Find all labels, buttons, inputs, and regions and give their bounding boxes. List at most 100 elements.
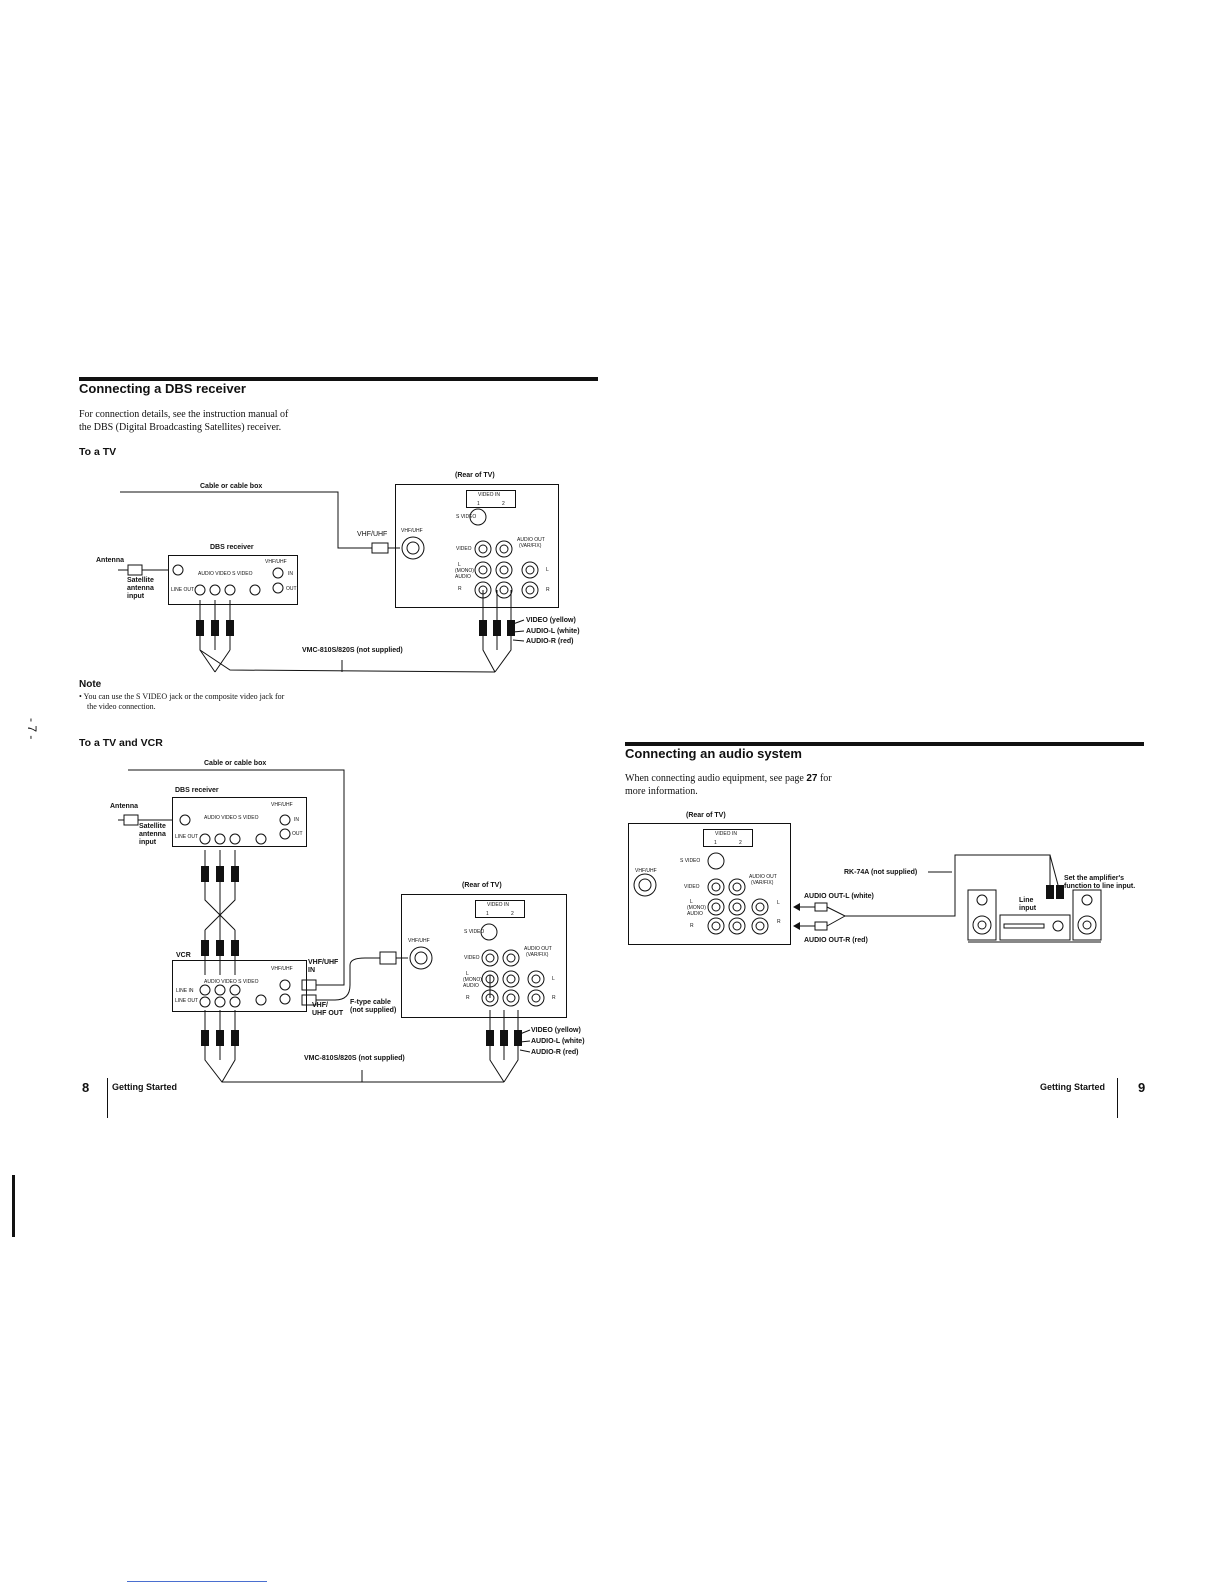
label-video-in-2: VIDEO IN [487, 902, 509, 908]
side-page-mark: - 7 - [25, 718, 39, 740]
video-in-box-2 [475, 900, 525, 918]
label-tv-vhf-2: VHF/UHF [408, 938, 430, 944]
label-rx-out-1: OUT [286, 586, 297, 592]
label-audio-out-r: AUDIO OUT-R (red) [804, 937, 868, 944]
label-col1-2: 1 [486, 911, 489, 917]
label-tv-r-1: R [458, 586, 462, 592]
label-video-yellow-1: VIDEO (yellow) [526, 617, 576, 624]
label-col2-1: 2 [502, 501, 505, 507]
label-dbs-receiver-2: DBS receiver [175, 787, 219, 794]
note-line1: • You can use the S VIDEO jack or the co… [79, 692, 285, 701]
label-rear-of-tv-3: (Rear of TV) [686, 812, 726, 819]
scan-bottom-link-line [127, 1581, 267, 1582]
label-cable-box-1: Cable or cable box [200, 483, 263, 490]
label-amp-note-a: Set the amplifier's [1064, 875, 1125, 882]
right-intro-end: for [817, 773, 832, 784]
label-rk74a: RK-74A (not supplied) [844, 869, 918, 876]
right-intro-text: When connecting audio equipment, see pag… [625, 773, 807, 784]
note-line2: the video connection. [87, 702, 156, 711]
label-rx-out-2: OUT [292, 831, 303, 837]
label-tv-mono-2: (MONO) [463, 977, 482, 983]
label-antenna-2: Antenna [110, 803, 138, 810]
label-line-input-b: input [1019, 905, 1037, 912]
label-tv-mono-3: (MONO) [687, 905, 706, 911]
left-page-number: 8 [82, 1080, 90, 1095]
label-tv-var-fix-2: (VAR/FIX) [526, 952, 549, 958]
label-tv-var-fix-3: (VAR/FIX) [751, 880, 774, 886]
left-intro-line2: the DBS (Digital Broadcasting Satellites… [79, 422, 282, 433]
label-rx-line-out-1: LINE OUT [171, 587, 195, 593]
label-out-l-2: L [552, 976, 555, 982]
label-ftype-a: F-type cable [350, 999, 391, 1006]
left-footer-divider [107, 1078, 108, 1118]
left-footer-label: Getting Started [112, 1082, 178, 1092]
label-tv-r-3: R [690, 923, 694, 929]
label-satellite-1b: antenna [127, 585, 154, 592]
label-out-r-3: R [777, 919, 781, 925]
label-rx-audio-video-2: AUDIO VIDEO S VIDEO [204, 815, 259, 821]
amplifier-icon [1000, 915, 1070, 940]
label-tv-audio-out-2: AUDIO OUT [524, 946, 552, 952]
label-rx-vhf-1: VHF/UHF [265, 559, 287, 565]
label-tv-audio-out-3: AUDIO OUT [749, 874, 777, 880]
label-out-r-2: R [552, 995, 556, 1001]
label-vhf-uhf-out-b: UHF OUT [312, 1010, 344, 1017]
subheading-to-a-tv: To a TV [79, 446, 117, 458]
right-page-number: 9 [1138, 1080, 1146, 1095]
label-rx-vhf-2: VHF/UHF [271, 802, 293, 808]
label-tv-svideo-3: S VIDEO [680, 858, 701, 864]
speaker-right-icon [1073, 890, 1101, 940]
label-cable-model-1: VMC-810S/820S (not supplied) [302, 647, 403, 654]
label-satellite-2b: antenna [139, 831, 166, 838]
label-satellite-1a: Satellite [127, 577, 154, 584]
label-tv-svideo-1: S VIDEO [456, 514, 477, 520]
label-vhf-uhf-in-a: VHF/UHF [308, 959, 339, 966]
label-vcr-line-in: LINE IN [176, 988, 194, 994]
label-out-r-1: R [546, 587, 550, 593]
tv-rear-panel-2 [401, 894, 567, 1018]
label-vhf-uhf-in-b: IN [308, 967, 315, 974]
left-intro-line1: For connection details, see the instruct… [79, 409, 289, 420]
label-video-in-3: VIDEO IN [715, 831, 737, 837]
label-tv-vhf-3: VHF/UHF [635, 868, 657, 874]
label-col2-3: 2 [739, 840, 742, 846]
label-out-l-1: L [546, 567, 549, 573]
label-satellite-2a: Satellite [139, 823, 166, 830]
scan-edge-mark [12, 1175, 15, 1237]
label-audio-l-white-1: AUDIO-L (white) [526, 628, 580, 635]
label-audio-l-white-2: AUDIO-L (white) [531, 1038, 585, 1045]
label-tv-video-2: VIDEO [464, 955, 480, 961]
label-rear-of-tv-1: (Rear of TV) [455, 472, 495, 479]
label-cable-model-2: VMC-810S/820S (not supplied) [304, 1055, 405, 1062]
label-tv-svideo-2: S VIDEO [464, 929, 485, 935]
dbs-receiver-box-2 [172, 797, 307, 847]
tv-rear-panel-1 [395, 484, 559, 608]
right-intro-page-ref[interactable]: 27 [806, 773, 818, 784]
label-rear-of-tv-2: (Rear of TV) [462, 882, 502, 889]
label-tv-video-3: VIDEO [684, 884, 700, 890]
right-intro-line1: When connecting audio equipment, see pag… [625, 772, 832, 785]
label-dbs-receiver-1: DBS receiver [210, 544, 254, 551]
label-rx-in-2: IN [294, 817, 299, 823]
label-tv-audio-out-1: AUDIO OUT [517, 537, 545, 543]
video-in-box-3 [703, 829, 753, 847]
label-vhf-uhf-1: VHF/UHF [357, 531, 388, 538]
label-tv-r-2: R [466, 995, 470, 1001]
label-audio-out-l: AUDIO OUT-L (white) [804, 893, 874, 900]
label-vcr-vhf: VHF/UHF [271, 966, 293, 972]
label-tv-audio-2: AUDIO [463, 983, 479, 989]
label-video-in-1: VIDEO IN [478, 492, 500, 498]
right-section-rule [625, 742, 1144, 746]
label-tv-mono-1: (MONO) [455, 568, 474, 574]
label-tv-l-1: L [458, 562, 461, 568]
label-tv-l-3: L [690, 899, 693, 905]
label-amp-note-b: function to line input. [1064, 883, 1136, 890]
label-col2-2: 2 [511, 911, 514, 917]
label-audio-r-red-1: AUDIO-R (red) [526, 638, 574, 645]
subheading-to-a-tv-and-vcr: To a TV and VCR [79, 737, 163, 749]
label-col1-3: 1 [714, 840, 717, 846]
right-footer-label: Getting Started [1040, 1082, 1106, 1092]
label-vhf-uhf-out-a: VHF/ [312, 1002, 328, 1009]
